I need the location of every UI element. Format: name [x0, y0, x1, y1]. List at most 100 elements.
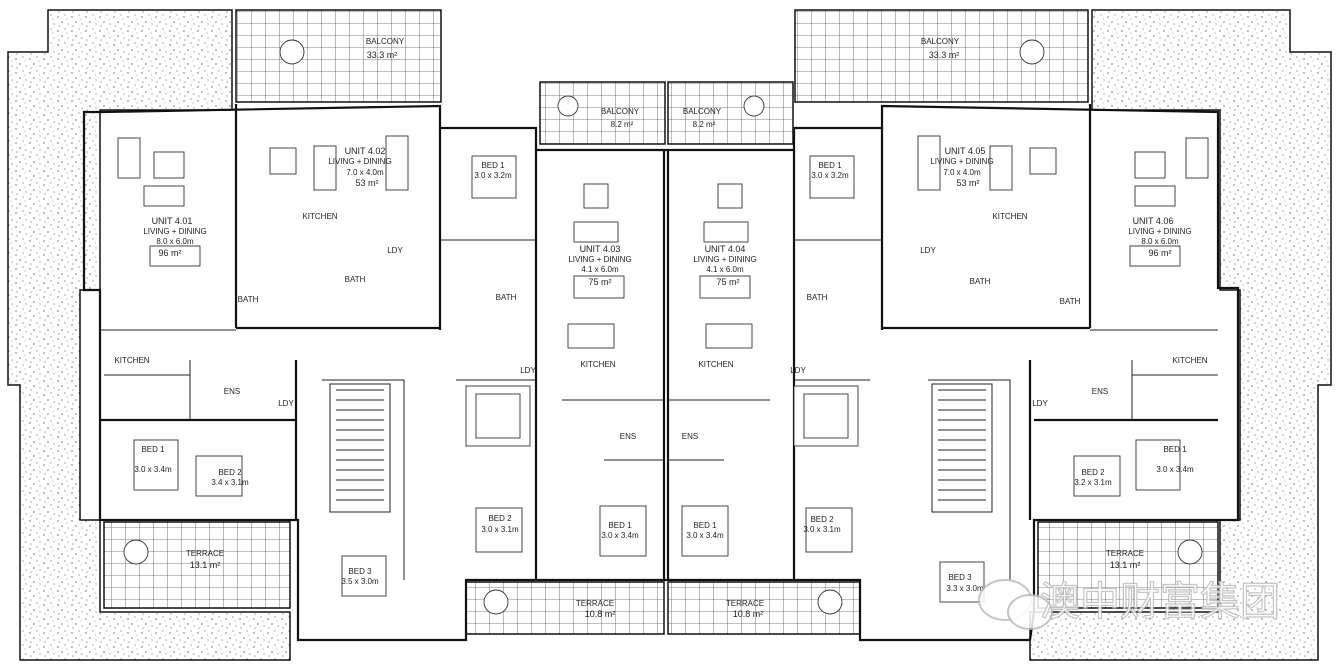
lifts — [465, 385, 859, 447]
svg-text:KITCHEN: KITCHEN — [302, 212, 337, 221]
unit-4-01-label: UNIT 4.01 LIVING + DINING 8.0 x 6.0m 96 … — [143, 216, 206, 258]
terrace-label: TERRACE — [186, 549, 224, 558]
svg-text:LIVING + DINING: LIVING + DINING — [693, 255, 756, 264]
terrace-4-01 — [103, 521, 291, 609]
svg-text:8.0 x 6.0m: 8.0 x 6.0m — [1141, 237, 1179, 246]
svg-text:3.0 x 3.1m: 3.0 x 3.1m — [481, 525, 519, 534]
svg-text:4.1 x 6.0m: 4.1 x 6.0m — [581, 265, 619, 274]
svg-text:KITCHEN: KITCHEN — [698, 360, 733, 369]
terrace-area: 10.8 m² — [733, 609, 764, 619]
svg-text:BED 2: BED 2 — [1081, 468, 1105, 477]
balcony-label: BALCONY — [921, 37, 960, 46]
svg-text:BATH: BATH — [1060, 297, 1081, 306]
svg-text:75 m²: 75 m² — [716, 277, 739, 287]
svg-text:3.0 x 3.2m: 3.0 x 3.2m — [811, 171, 849, 180]
svg-text:7.0 x 4.0m: 7.0 x 4.0m — [943, 168, 981, 177]
svg-text:3.5 x 3.0m: 3.5 x 3.0m — [341, 577, 379, 586]
svg-text:KITCHEN: KITCHEN — [1172, 356, 1207, 365]
svg-text:LDY: LDY — [520, 366, 536, 375]
room-labels: KITCHEN KITCHEN KITCHEN KITCHEN KITCHEN … — [114, 212, 1207, 441]
svg-text:UNIT 4.05: UNIT 4.05 — [945, 146, 986, 156]
svg-text:3.0 x 3.2m: 3.0 x 3.2m — [474, 171, 512, 180]
svg-text:LDY: LDY — [278, 399, 294, 408]
balcony-4-04 — [667, 81, 794, 145]
terrace-area: 10.8 m² — [585, 609, 616, 619]
watermark-logo: 澳中财富集团 — [978, 578, 1281, 630]
svg-text:96 m²: 96 m² — [158, 248, 181, 258]
svg-text:53 m²: 53 m² — [956, 178, 979, 188]
balcony-4-03 — [539, 81, 666, 145]
svg-text:BED 2: BED 2 — [218, 468, 242, 477]
svg-text:ENS: ENS — [620, 432, 636, 441]
watermark-text: 澳中财富集团 — [1040, 579, 1280, 625]
svg-text:3.0 x 3.4m: 3.0 x 3.4m — [686, 531, 724, 540]
svg-text:3.0 x 3.4m: 3.0 x 3.4m — [134, 465, 172, 474]
svg-text:BED 1: BED 1 — [481, 161, 505, 170]
svg-text:BED 2: BED 2 — [488, 514, 512, 523]
svg-text:96 m²: 96 m² — [1148, 248, 1171, 258]
svg-text:3.0 x 3.4m: 3.0 x 3.4m — [1156, 465, 1194, 474]
balcony-area: 8.2 m² — [693, 120, 716, 129]
svg-text:7.0 x 4.0m: 7.0 x 4.0m — [346, 168, 384, 177]
svg-text:KITCHEN: KITCHEN — [114, 356, 149, 365]
svg-text:LDY: LDY — [387, 246, 403, 255]
stairwell-left — [329, 383, 391, 513]
svg-text:BED 2: BED 2 — [810, 515, 834, 524]
svg-text:ENS: ENS — [224, 387, 240, 396]
svg-text:3.2 x 3.1m: 3.2 x 3.1m — [1074, 478, 1112, 487]
svg-text:LIVING + DINING: LIVING + DINING — [1128, 227, 1191, 236]
terrace-label: TERRACE — [1106, 549, 1144, 558]
walls — [82, 104, 1240, 642]
svg-text:3.4 x 3.1m: 3.4 x 3.1m — [211, 478, 249, 487]
svg-text:BED 1: BED 1 — [141, 445, 165, 454]
balcony-area: 8.2 m² — [611, 120, 634, 129]
svg-text:8.0 x 6.0m: 8.0 x 6.0m — [156, 237, 194, 246]
svg-text:3.0 x 3.1m: 3.0 x 3.1m — [803, 525, 841, 534]
svg-text:BED 1: BED 1 — [693, 521, 717, 530]
svg-text:BED 1: BED 1 — [818, 161, 842, 170]
svg-text:LIVING + DINING: LIVING + DINING — [143, 227, 206, 236]
svg-text:BATH: BATH — [970, 277, 991, 286]
terrace-label: TERRACE — [726, 599, 764, 608]
terrace-area: 13.1 m² — [190, 560, 221, 570]
stairwell-right — [931, 383, 993, 513]
balcony-label: BALCONY — [366, 37, 405, 46]
svg-text:UNIT 4.04: UNIT 4.04 — [705, 244, 746, 254]
terrace-4-06 — [1037, 521, 1219, 609]
landscape-right — [1029, 9, 1332, 661]
svg-text:BATH: BATH — [807, 293, 828, 302]
balcony-area: 33.3 m² — [367, 50, 398, 60]
svg-text:LIVING + DINING: LIVING + DINING — [568, 255, 631, 264]
svg-text:UNIT 4.06: UNIT 4.06 — [1133, 216, 1174, 226]
svg-text:LDY: LDY — [920, 246, 936, 255]
unit-4-03-label: UNIT 4.03 LIVING + DINING 4.1 x 6.0m 75 … — [568, 244, 631, 287]
svg-text:BED 3: BED 3 — [948, 573, 972, 582]
svg-text:BED 3: BED 3 — [348, 567, 372, 576]
svg-text:BATH: BATH — [496, 293, 517, 302]
svg-text:UNIT 4.03: UNIT 4.03 — [580, 244, 621, 254]
svg-text:4.1 x 6.0m: 4.1 x 6.0m — [706, 265, 744, 274]
svg-text:ENS: ENS — [682, 432, 698, 441]
terrace-label: TERRACE — [576, 599, 614, 608]
furniture — [117, 39, 1209, 615]
svg-text:KITCHEN: KITCHEN — [580, 360, 615, 369]
svg-text:LIVING + DINING: LIVING + DINING — [930, 157, 993, 166]
svg-text:LIVING + DINING: LIVING + DINING — [328, 157, 391, 166]
svg-text:LDY: LDY — [790, 366, 806, 375]
svg-text:BATH: BATH — [238, 295, 259, 304]
svg-text:75 m²: 75 m² — [588, 277, 611, 287]
svg-text:LDY: LDY — [1032, 399, 1048, 408]
terrace-area: 13.1 m² — [1110, 560, 1141, 570]
svg-text:3.3 x 3.0m: 3.3 x 3.0m — [946, 584, 984, 593]
unit-4-06-label: UNIT 4.06 LIVING + DINING 8.0 x 6.0m 96 … — [1128, 216, 1191, 258]
balcony-label: BALCONY — [683, 107, 722, 116]
unit-4-05-label: UNIT 4.05 LIVING + DINING 7.0 x 4.0m 53 … — [930, 146, 993, 188]
landscape-left — [7, 9, 291, 661]
svg-text:UNIT 4.01: UNIT 4.01 — [152, 216, 193, 226]
svg-text:53 m²: 53 m² — [355, 178, 378, 188]
balcony-4-02 — [235, 9, 442, 103]
svg-text:BED 1: BED 1 — [1163, 445, 1187, 454]
unit-4-04-label: UNIT 4.04 LIVING + DINING 4.1 x 6.0m 75 … — [693, 244, 756, 287]
balcony-label: BALCONY — [601, 107, 640, 116]
